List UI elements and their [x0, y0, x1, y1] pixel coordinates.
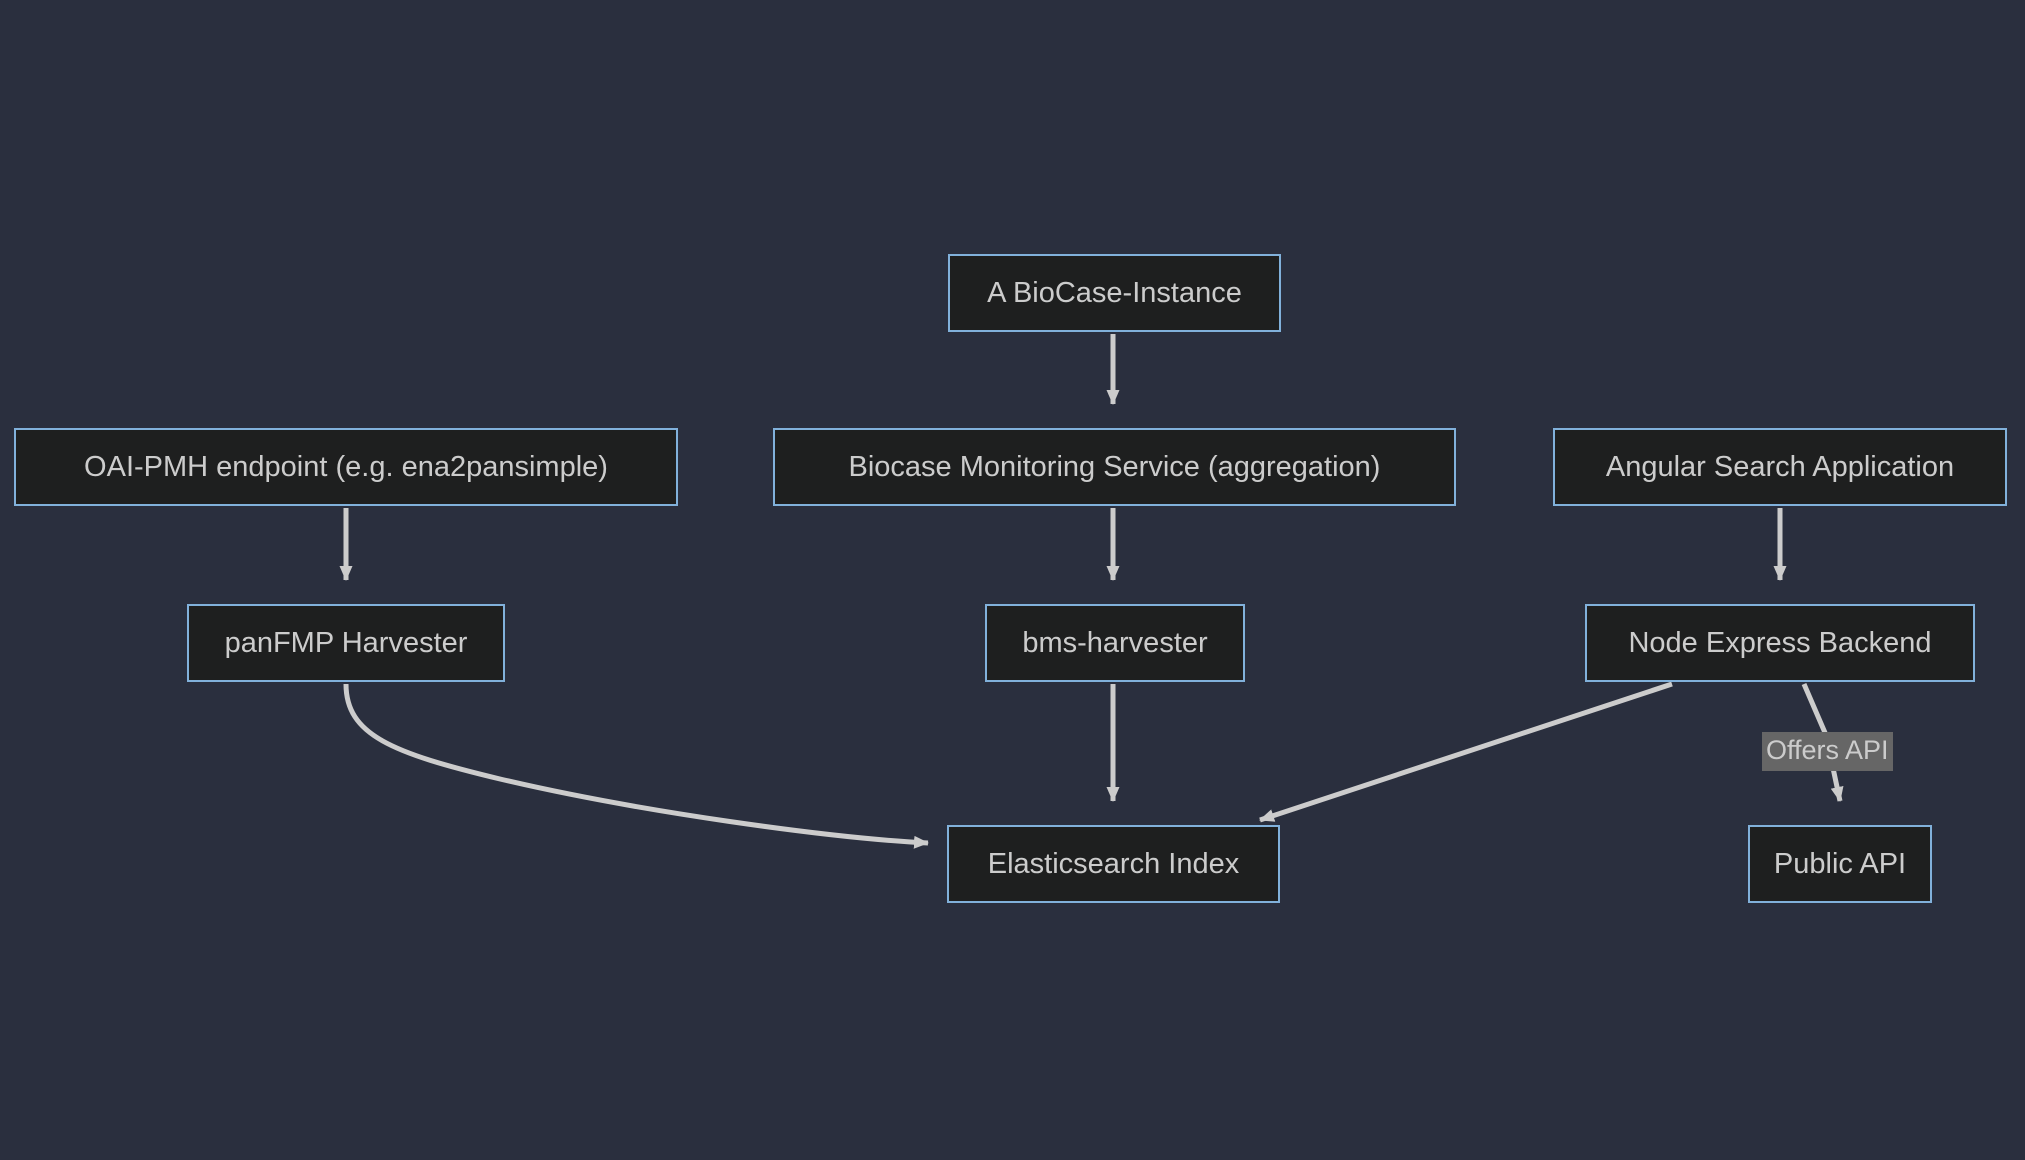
node-biocase-monitoring-service[interactable]: Biocase Monitoring Service (aggregation) — [773, 428, 1456, 506]
node-a-biocase-instance[interactable]: A BioCase-Instance — [948, 254, 1281, 332]
edge-node-express-to-elasticsearch — [1259, 681, 1673, 823]
edge-panfmp-harvester-to-elasticsearch — [343, 683, 929, 849]
node-label: bms-harvester — [1022, 626, 1208, 659]
node-label: Public API — [1773, 847, 1907, 880]
edge-label-offers-api: Offers API — [1762, 732, 1893, 771]
node-label: A BioCase-Instance — [987, 276, 1242, 309]
node-label: OAI-PMH endpoint (e.g. ena2pansimple) — [84, 450, 608, 483]
node-node-express-backend[interactable]: Node Express Backend — [1585, 604, 1975, 682]
node-label: panFMP Harvester — [224, 626, 468, 659]
node-label: Node Express Backend — [1628, 626, 1932, 659]
node-bms-harvester[interactable]: bms-harvester — [985, 604, 1245, 682]
node-elasticsearch-index[interactable]: Elasticsearch Index — [947, 825, 1280, 903]
node-oai-pmh-endpoint[interactable]: OAI-PMH endpoint (e.g. ena2pansimple) — [14, 428, 678, 506]
node-public-api[interactable]: Public API — [1748, 825, 1932, 903]
node-label: Elasticsearch Index — [987, 847, 1240, 880]
node-panfmp-harvester[interactable]: panFMP Harvester — [187, 604, 505, 682]
node-label: Angular Search Application — [1605, 450, 1955, 483]
node-label: Biocase Monitoring Service (aggregation) — [848, 450, 1381, 483]
node-angular-search-application[interactable]: Angular Search Application — [1553, 428, 2007, 506]
